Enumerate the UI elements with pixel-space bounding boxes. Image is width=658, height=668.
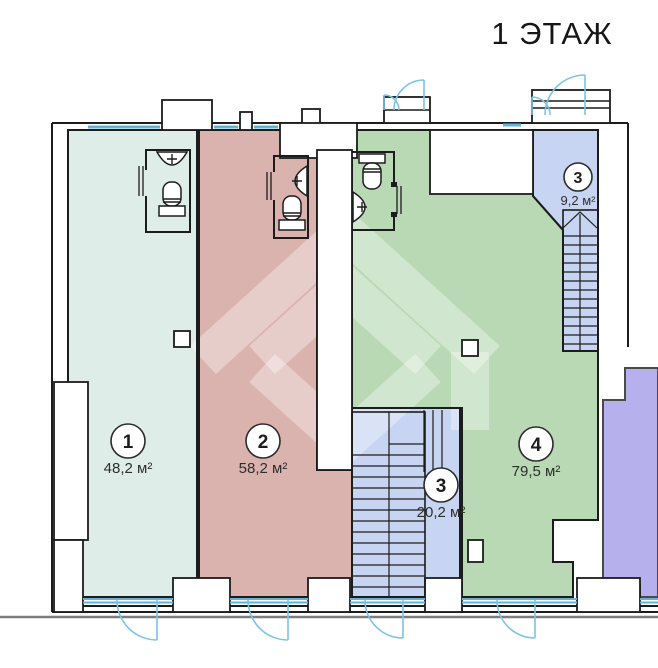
left-corner-pier: [53, 539, 84, 613]
room-3-upper-label: 3 9,2 м²: [561, 162, 597, 208]
bottom-pier-1: [172, 577, 231, 613]
room-3-lower-area-text: 20,2 м²: [417, 504, 466, 521]
wc4-door-stop-a: [391, 182, 397, 187]
door-room-4: [496, 599, 536, 639]
wall-column-right: [461, 339, 479, 357]
door-entrance-2: [544, 74, 586, 116]
stairs-upper: [562, 209, 599, 352]
stairs-lower: [351, 410, 443, 598]
entry-vestibule: [429, 129, 534, 195]
windows: [83, 123, 658, 604]
entrance-porch-2: [531, 89, 611, 124]
door-arcs: [116, 74, 586, 641]
room-2-area: [199, 130, 352, 597]
room-3-upper-area-text: 9,2 м²: [561, 193, 597, 208]
storefront-glazing: [83, 598, 658, 604]
room-1-number: 1: [123, 432, 134, 453]
wc-room-1: [138, 149, 191, 233]
green-room-notch-pier: [467, 539, 484, 563]
wc1-sink-tap: [167, 154, 177, 164]
room-3-lower-number: 3: [436, 476, 447, 497]
door-room-2: [247, 599, 289, 641]
wc2-walls: [273, 155, 309, 239]
wc-room-2: [266, 155, 309, 239]
wc4-door-stop-b: [391, 212, 397, 217]
door-room-1: [116, 599, 158, 641]
room-1-area: [68, 130, 197, 597]
room-2-number-badge: [245, 423, 281, 459]
wall-column-left: [173, 330, 191, 348]
wc1-toilet-tank: [158, 205, 186, 217]
room-2-label: 2 58,2 м²: [239, 423, 288, 477]
door-entrance-1b: [383, 94, 400, 111]
room-2-area-text: 58,2 м²: [239, 460, 288, 477]
room-1-number-badge: [110, 423, 146, 459]
room-4-number-badge: [518, 426, 554, 462]
top-pier-1: [161, 99, 213, 131]
door-entrance-2b: [531, 96, 551, 116]
wc-room-4: [352, 151, 402, 231]
wc4-sink-tap: [357, 202, 367, 212]
door-entrance-1: [393, 79, 425, 111]
partial-room-area: [603, 368, 658, 597]
room-2-number: 2: [258, 432, 269, 453]
room-4-area-text: 79,5 м²: [512, 463, 561, 480]
wc1-walls: [145, 149, 191, 233]
room-4-number: 4: [531, 435, 542, 456]
wc2-sink-tap: [292, 176, 302, 186]
wc4-walls: [352, 151, 395, 231]
room-3-upper-number-badge: [563, 162, 593, 192]
room-3-upper-number: 3: [574, 170, 583, 187]
bottom-pier-4: [576, 577, 641, 613]
top-pier-2: [239, 111, 253, 131]
floor-title: 1 ЭТАЖ: [491, 16, 613, 51]
wc2-toilet-tank: [278, 219, 306, 231]
room-4-area: [352, 130, 598, 597]
room-1-label: 1 48,2 м²: [104, 423, 153, 477]
core-wall-column: [316, 149, 353, 471]
room-1-area-text: 48,2 м²: [104, 460, 153, 477]
room-3-lower-number-badge: [423, 467, 459, 503]
wc4-toilet-tank: [358, 153, 386, 164]
room-3-lower-label: 3 20,2 м²: [417, 467, 466, 521]
wall-piers: [53, 89, 641, 613]
left-wall-jog: [53, 381, 89, 541]
room-labels: 1 48,2 м² 2 58,2 м² 3 9,2 м² 3 20,2 м² 4: [104, 162, 597, 521]
door-room-3-lower: [364, 599, 404, 639]
bottom-pier-3: [424, 577, 463, 613]
wc4-toilet-bowl: [362, 162, 382, 190]
room-fills: [68, 130, 658, 597]
room-4-label: 4 79,5 м²: [512, 426, 561, 480]
bottom-pier-2: [307, 577, 351, 613]
